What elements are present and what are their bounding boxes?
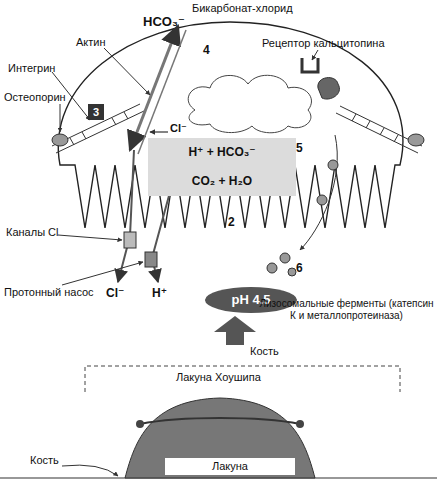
integrin-band-right bbox=[336, 106, 422, 153]
ion-label: HCO₃⁻ bbox=[143, 15, 185, 30]
band-edge bbox=[336, 113, 418, 153]
callout-number: 6 bbox=[296, 262, 303, 276]
proton-path bbox=[152, 192, 170, 282]
callout-number: 5 bbox=[296, 142, 303, 156]
ion-label: H⁺ bbox=[152, 287, 167, 301]
leader-line bbox=[312, 50, 318, 60]
band-hatch bbox=[112, 118, 116, 125]
leader-line bbox=[58, 235, 122, 240]
osteoclast-mound bbox=[125, 398, 315, 478]
part-name: Интегрин bbox=[8, 62, 55, 75]
enzyme-note: Лизосомальные ферменты (катепсин К и мет… bbox=[256, 298, 437, 321]
band-hatch bbox=[82, 132, 86, 139]
nucleus-cloud bbox=[188, 75, 311, 132]
receptor-symbol bbox=[302, 58, 318, 72]
lysosome-vesicle bbox=[288, 268, 296, 276]
exchanger-name: Бикарбонат-хлорид bbox=[192, 2, 293, 15]
callout-number-box: 3 bbox=[88, 104, 104, 120]
proton-pump-symbol bbox=[145, 252, 157, 267]
part-name: Кость bbox=[250, 345, 279, 358]
part-name: Протонный насос bbox=[4, 286, 94, 299]
receptor-ligand bbox=[318, 78, 340, 99]
node-text: Лакуна bbox=[212, 460, 248, 472]
band-hatch bbox=[380, 128, 384, 135]
exchanger-arrow bbox=[138, 30, 186, 154]
lysosome-vesicle bbox=[317, 195, 327, 205]
cell-membrane bbox=[58, 22, 403, 228]
part-name: Актин bbox=[76, 36, 106, 49]
node-text: CO₂ + H₂O bbox=[192, 175, 252, 188]
leader-line bbox=[104, 48, 150, 95]
chloride-path bbox=[118, 150, 134, 282]
callout-number: 2 bbox=[228, 216, 235, 230]
ion-label: Cl⁻ bbox=[106, 287, 124, 301]
node-text: H⁺ + HCO₃⁻ bbox=[188, 146, 255, 159]
band-hatch bbox=[70, 138, 74, 145]
osteopontin-blob bbox=[52, 134, 68, 146]
secretion-arrow bbox=[300, 135, 337, 250]
part-name: Лакуна Хоушипа bbox=[176, 371, 261, 384]
sealing-zone bbox=[140, 418, 300, 424]
band-hatch bbox=[352, 114, 356, 121]
chloride-arrow bbox=[150, 131, 168, 132]
band-hatch bbox=[366, 121, 370, 128]
leader-line bbox=[62, 262, 143, 285]
node-text: 3 bbox=[93, 106, 99, 118]
band-hatch bbox=[394, 135, 398, 142]
ion-label: Cl⁻ bbox=[170, 122, 187, 135]
lysosome-vesicle bbox=[328, 160, 338, 170]
lysosome-vesicle bbox=[280, 253, 290, 263]
callout-number: 4 bbox=[203, 44, 210, 58]
leader-line bbox=[60, 104, 61, 132]
part-name: Каналы Cl bbox=[6, 226, 59, 239]
resorption-arrow bbox=[214, 316, 256, 345]
part-name: Рецептор кальцитопина bbox=[262, 37, 385, 50]
band-edge bbox=[52, 104, 140, 146]
sealing-point bbox=[136, 420, 144, 428]
lacuna-bracket bbox=[85, 366, 400, 392]
part-name: Остеопорин bbox=[4, 91, 66, 104]
bone-pointer bbox=[62, 465, 118, 476]
lacuna-box: Лакуна bbox=[165, 458, 295, 475]
reaction-box: H⁺ + HCO₃⁻ CO₂ + H₂O bbox=[148, 138, 296, 196]
sealing-point bbox=[296, 420, 304, 428]
band-hatch bbox=[124, 112, 128, 119]
osteopontin-blob bbox=[408, 134, 424, 146]
part-name: Кость bbox=[30, 454, 59, 467]
lysosome-vesicle bbox=[267, 263, 277, 273]
chloride-channel-symbol bbox=[124, 232, 136, 248]
